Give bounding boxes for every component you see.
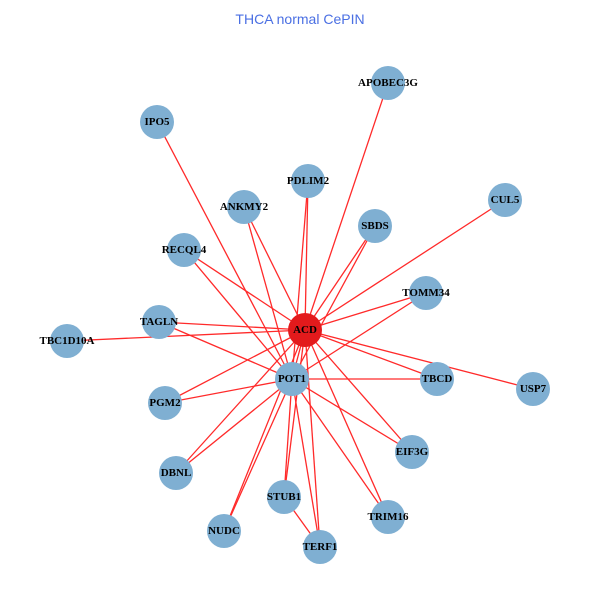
node-nudc[interactable]: NUDC — [207, 514, 241, 548]
edge-cul5-acd — [304, 199, 506, 331]
node-label: TRIM16 — [368, 511, 409, 523]
node-circle — [50, 324, 84, 358]
node-pot1[interactable]: POT1 — [275, 362, 309, 396]
node-tbcd[interactable]: TBCD — [420, 362, 454, 396]
edge-nudc-pot1 — [223, 378, 293, 532]
node-label: PDLIM2 — [287, 175, 330, 187]
node-pdlim2[interactable]: PDLIM2 — [287, 164, 330, 198]
node-label: IPO5 — [144, 116, 170, 128]
node-label: PGM2 — [149, 397, 181, 409]
node-trim16[interactable]: TRIM16 — [368, 500, 409, 534]
node-ankmy2[interactable]: ANKMY2 — [220, 190, 269, 224]
edge-stub1-acd — [283, 329, 306, 498]
node-label: TAGLN — [140, 316, 178, 328]
node-label: ANKMY2 — [220, 201, 269, 213]
edge-apobec3g-acd — [304, 82, 389, 331]
node-circle — [371, 66, 405, 100]
edge-ankmy2-acd — [243, 206, 306, 331]
node-circle — [371, 500, 405, 534]
node-circle — [395, 435, 429, 469]
node-stub1[interactable]: STUB1 — [267, 480, 301, 514]
node-label: DBNL — [161, 467, 192, 479]
edge-tomm34-acd — [304, 292, 427, 331]
edge-ankmy2-pot1 — [243, 206, 293, 380]
edge-dbnl-pot1 — [175, 378, 293, 474]
edge-recql4-acd — [183, 249, 306, 331]
node-circle — [358, 209, 392, 243]
edge-terf1-pot1 — [291, 378, 321, 548]
edge-sbds-pot1 — [291, 225, 376, 380]
node-circle — [140, 105, 174, 139]
node-dbnl[interactable]: DBNL — [159, 456, 193, 490]
edge-tagln-acd — [158, 321, 306, 331]
node-label: TOMM34 — [402, 287, 450, 299]
edge-tomm34-pot1 — [291, 292, 427, 380]
node-circle — [167, 233, 201, 267]
node-eif3g[interactable]: EIF3G — [395, 435, 429, 469]
diagram-title: THCA normal CePIN — [235, 11, 365, 27]
edge-terf1-acd — [304, 329, 321, 548]
edge-dbnl-acd — [175, 329, 306, 474]
edge-usp7-acd — [304, 329, 534, 390]
edge-trim16-acd — [304, 329, 389, 518]
edge-eif3g-acd — [304, 329, 413, 453]
node-circle — [303, 530, 337, 564]
node-circle — [159, 456, 193, 490]
edge-pgm2-pot1 — [164, 378, 293, 404]
node-cul5[interactable]: CUL5 — [488, 183, 522, 217]
edge-pgm2-acd — [164, 329, 306, 404]
edge-ipo5-pot1 — [156, 121, 293, 380]
node-circle — [227, 190, 261, 224]
edge-trim16-pot1 — [291, 378, 389, 518]
edge-tbc1d10a-acd — [66, 329, 306, 342]
node-apobec3g[interactable]: APOBEC3G — [358, 66, 418, 100]
edge-stub1-pot1 — [283, 378, 293, 498]
node-circle — [267, 480, 301, 514]
edge-eif3g-pot1 — [291, 378, 413, 453]
node-label: POT1 — [278, 373, 306, 385]
node-ipo5[interactable]: IPO5 — [140, 105, 174, 139]
node-circle — [488, 183, 522, 217]
node-label: TBCD — [422, 373, 453, 385]
node-circle — [516, 372, 550, 406]
node-label: SBDS — [361, 220, 389, 232]
edge-recql4-pot1 — [183, 249, 293, 380]
node-label: NUDC — [208, 525, 240, 537]
node-label: APOBEC3G — [358, 77, 418, 89]
node-label: CUL5 — [491, 194, 520, 206]
node-circle — [148, 386, 182, 420]
edge-pdlim2-pot1 — [291, 180, 309, 380]
node-label: TBC1D10A — [39, 335, 94, 347]
node-circle — [420, 362, 454, 396]
node-circle — [288, 313, 322, 347]
node-label: STUB1 — [267, 491, 301, 503]
node-label: TERF1 — [303, 541, 338, 553]
node-label: USP7 — [520, 383, 547, 395]
edge-sbds-acd — [304, 225, 376, 331]
node-terf1[interactable]: TERF1 — [303, 530, 338, 564]
node-acd[interactable]: ACD — [288, 313, 322, 347]
node-label: ACD — [293, 324, 317, 336]
node-pgm2[interactable]: PGM2 — [148, 386, 182, 420]
edge-pdlim2-acd — [304, 180, 309, 331]
node-circle — [291, 164, 325, 198]
node-circle — [142, 305, 176, 339]
node-usp7[interactable]: USP7 — [516, 372, 550, 406]
node-circle — [409, 276, 443, 310]
edge-tbcd-acd — [304, 329, 438, 380]
node-label: EIF3G — [396, 446, 429, 458]
node-tomm34[interactable]: TOMM34 — [402, 276, 450, 310]
node-tagln[interactable]: TAGLN — [140, 305, 178, 339]
node-tbc1d10a[interactable]: TBC1D10A — [39, 324, 95, 358]
node-recql4[interactable]: RECQL4 — [162, 233, 207, 267]
node-sbds[interactable]: SBDS — [358, 209, 392, 243]
node-circle — [275, 362, 309, 396]
node-label: RECQL4 — [162, 244, 207, 256]
edge-tagln-pot1 — [158, 321, 293, 380]
node-circle — [207, 514, 241, 548]
